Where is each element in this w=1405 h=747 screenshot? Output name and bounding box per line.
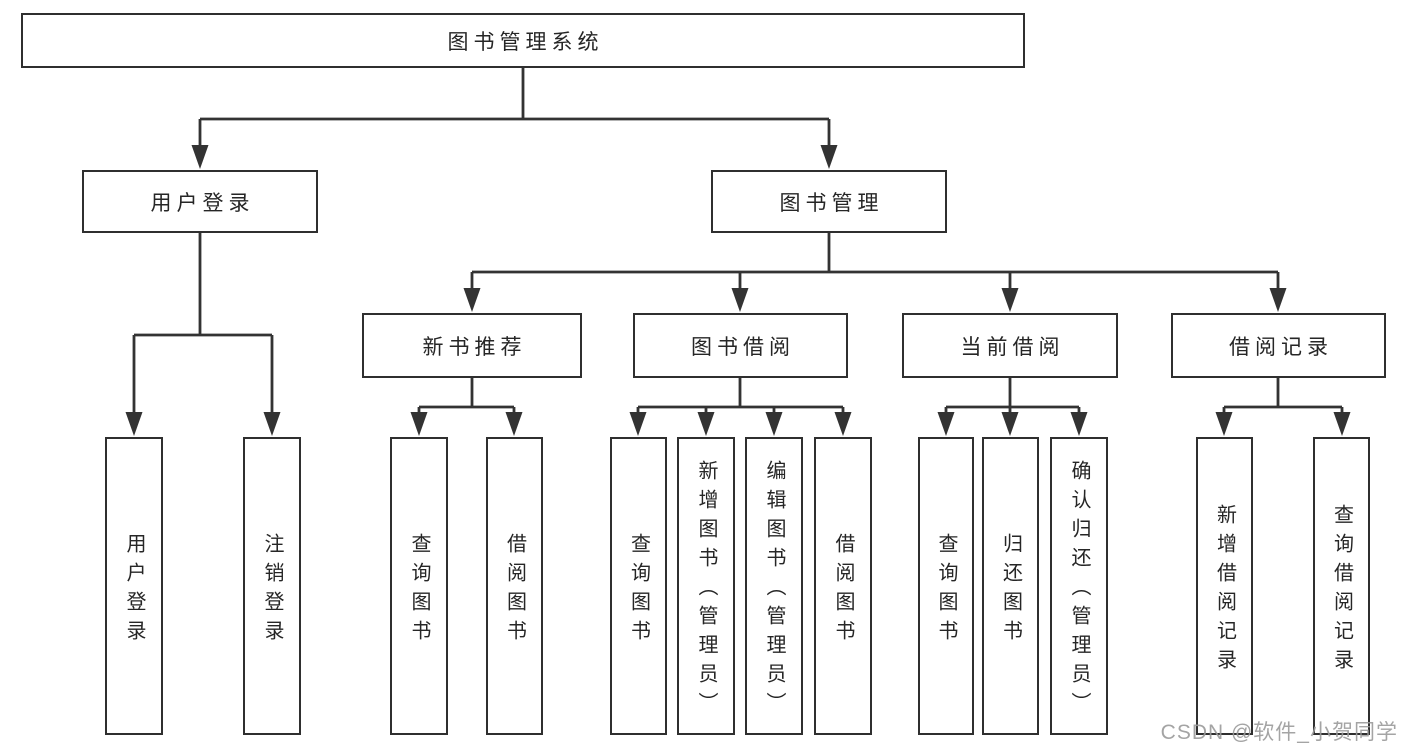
node-label: 借阅记录 [1229, 335, 1333, 359]
leaf-label: 用户登录 [123, 532, 145, 649]
leaf-borrow-books-borrowing: 借阅图书 [814, 437, 872, 735]
node-book-management: 图书管理 [711, 170, 947, 233]
node-label: 用户登录 [150, 191, 255, 215]
leaf-label: 查询借阅记录 [1330, 503, 1353, 678]
node-user-login: 用户登录 [82, 170, 318, 233]
node-label: 新书推荐 [422, 335, 527, 359]
leaf-label: 归还图书 [999, 532, 1022, 649]
node-current-borrowing: 当前借阅 [902, 313, 1118, 378]
leaf-label: 注销登录 [261, 532, 283, 649]
node-label: 图书管理系统 [447, 30, 604, 54]
leaf-query-borrow-record: 查询借阅记录 [1313, 437, 1370, 735]
node-book-borrowing: 图书借阅 [633, 313, 848, 378]
leaf-label: 借阅图书 [832, 532, 854, 649]
node-borrowing-records: 借阅记录 [1171, 313, 1386, 378]
csdn-watermark: CSDN @软件_小贺同学 [1160, 721, 1398, 744]
leaf-query-books-current: 查询图书 [918, 437, 974, 735]
leaf-user-login: 用户登录 [105, 437, 163, 735]
leaf-label: 新增图书（管理员） [695, 460, 717, 721]
node-label: 当前借阅 [960, 335, 1065, 359]
leaf-label: 确认归还（管理员） [1068, 460, 1090, 721]
leaf-label: 查询图书 [408, 532, 430, 649]
leaf-return-books: 归还图书 [982, 437, 1039, 735]
leaf-confirm-return-admin: 确认归还（管理员） [1050, 437, 1108, 735]
node-label: 图书管理 [779, 191, 884, 215]
leaf-add-borrow-record: 新增借阅记录 [1196, 437, 1253, 735]
leaf-label: 借阅图书 [503, 532, 526, 649]
leaf-label: 编辑图书（管理员） [763, 460, 785, 721]
leaf-label: 查询图书 [627, 532, 650, 649]
node-library-management-system: 图书管理系统 [21, 13, 1025, 68]
leaf-edit-books-admin: 编辑图书（管理员） [745, 437, 803, 735]
leaf-query-books-borrowing: 查询图书 [610, 437, 667, 735]
leaf-borrow-books-recommend: 借阅图书 [486, 437, 543, 735]
leaf-query-books-recommend: 查询图书 [390, 437, 448, 735]
leaf-label: 查询图书 [935, 532, 957, 649]
leaf-add-books-admin: 新增图书（管理员） [677, 437, 735, 735]
node-label: 图书借阅 [691, 335, 795, 359]
leaf-label: 新增借阅记录 [1213, 503, 1236, 678]
leaf-logout: 注销登录 [243, 437, 301, 735]
node-new-book-recommend: 新书推荐 [362, 313, 582, 378]
arrowheads [125, 145, 1351, 436]
